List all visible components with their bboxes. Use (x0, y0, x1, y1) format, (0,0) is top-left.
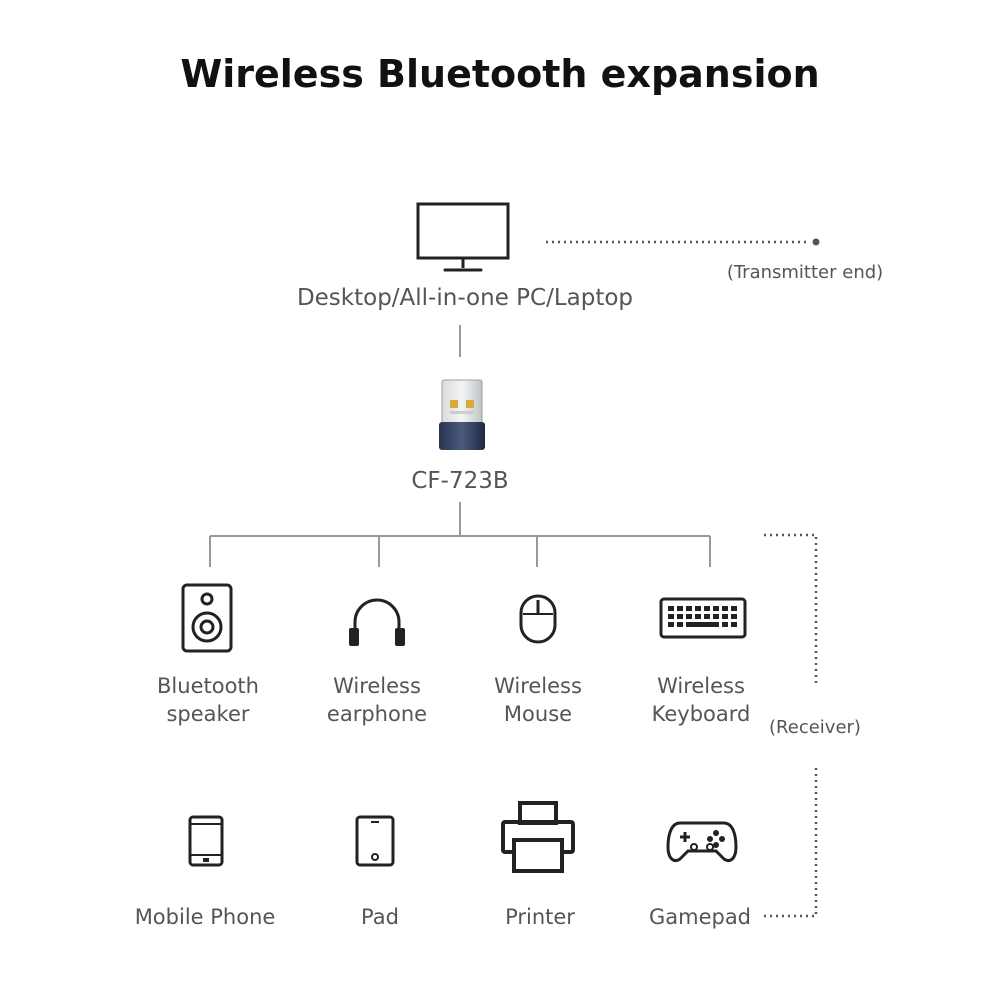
adapter-label: CF-723B (411, 468, 509, 494)
device-label-line1: Wireless (657, 674, 745, 698)
device-label-mouse: Wireless Mouse (458, 672, 618, 728)
receiver-label: (Receiver) (769, 717, 861, 738)
device-label-line2: earphone (326, 702, 428, 726)
page-title: Wireless Bluetooth expansion (180, 52, 820, 96)
monitor-icon (416, 202, 510, 274)
device-label-earphone: Wireless earphone (297, 672, 457, 728)
phone-icon (188, 815, 224, 867)
device-label-line2: Keyboard (651, 702, 751, 726)
device-label-speaker: Bluetooth speaker (128, 672, 288, 728)
device-label-line2: Mouse (503, 702, 573, 726)
device-label-phone: Mobile Phone (134, 905, 276, 929)
device-label-gamepad: Gamepad (648, 905, 752, 929)
speaker-icon (181, 583, 233, 653)
printer-icon (500, 800, 576, 874)
transmitter-dot (812, 238, 820, 246)
device-label-line1: Wireless (333, 674, 421, 698)
mouse-icon (519, 594, 557, 644)
device-label-pad: Pad (361, 905, 399, 929)
device-label-line1: Wireless (494, 674, 582, 698)
computer-label: Desktop/All-in-one PC/Laptop (296, 285, 634, 311)
gamepad-icon (666, 819, 738, 865)
keyboard-icon (659, 597, 747, 639)
receiver-dotted-bracket-bottom (764, 768, 818, 918)
tablet-icon (355, 815, 395, 867)
receiver-dotted-bracket-top (764, 533, 818, 683)
transmitter-label: (Transmitter end) (726, 262, 884, 283)
device-label-keyboard: Wireless Keyboard (621, 672, 781, 728)
headphones-icon (347, 592, 407, 648)
device-label-printer: Printer (505, 905, 575, 929)
usb-adapter-icon (436, 378, 488, 452)
device-label-line1: Bluetooth (157, 674, 259, 698)
device-label-line2: speaker (166, 702, 250, 726)
